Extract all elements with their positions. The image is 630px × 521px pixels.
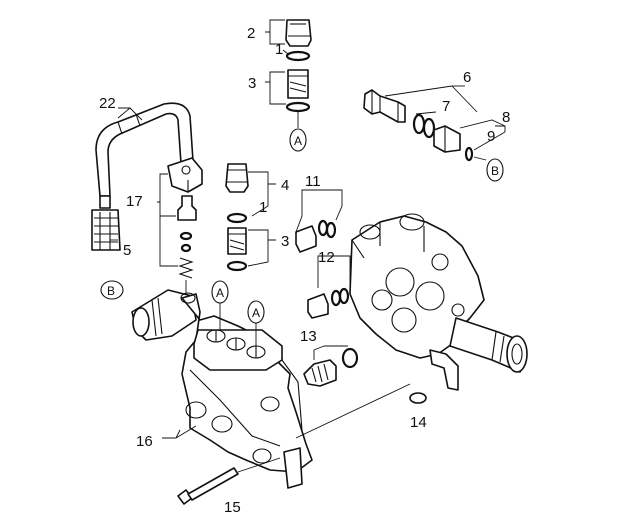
- callout-15: 15: [224, 499, 241, 516]
- plug-14: [409, 392, 427, 404]
- o-ring-top-1: [285, 50, 311, 62]
- o-ring-12a: [330, 289, 342, 307]
- ref-marker-a-top: A: [289, 128, 307, 152]
- pipe-fitting-6: [363, 89, 406, 123]
- callout-8: 8: [502, 109, 510, 126]
- filter-5: [91, 195, 121, 251]
- callout-11: 11: [305, 173, 321, 190]
- manifold-block: [180, 292, 313, 473]
- svg-text:A: A: [294, 134, 302, 148]
- plug-8: [433, 125, 461, 153]
- svg-text:A: A: [252, 306, 260, 320]
- callout-4: 4: [281, 177, 289, 194]
- outlet-stub: [283, 447, 303, 489]
- callout-22: 22: [99, 95, 116, 112]
- o-ring-17b: [180, 243, 192, 253]
- o-ring-17a: [179, 231, 193, 241]
- spring-17: [178, 257, 194, 279]
- valve-insert-mid: [227, 227, 247, 255]
- svg-text:A: A: [216, 286, 224, 300]
- outlet-pipe: [449, 317, 528, 373]
- svg-text:B: B: [491, 164, 499, 178]
- o-ring-mid-2: [226, 260, 248, 272]
- plug-12: [307, 293, 329, 319]
- callout-6: 6: [463, 69, 471, 86]
- inlet-pipe: [131, 289, 197, 341]
- bolt-15: [177, 467, 239, 505]
- o-ring-11a: [317, 219, 329, 237]
- o-ring-7b: [422, 117, 436, 139]
- check-valve-13: [303, 359, 337, 387]
- callout-17: 17: [126, 193, 143, 210]
- callout-9: 9: [487, 128, 495, 145]
- pump-housing: [349, 213, 485, 359]
- callout-3-top: 3: [248, 75, 256, 92]
- nipple-17: [177, 195, 197, 221]
- o-ring-7a: [412, 113, 426, 135]
- ref-marker-b-left: B: [100, 280, 124, 300]
- o-ring-top-2: [285, 101, 311, 113]
- callout-1-mid: 1: [259, 199, 267, 216]
- o-ring-9: [464, 146, 474, 162]
- callout-1-top: 1: [275, 41, 283, 58]
- o-ring-13: [341, 347, 359, 369]
- callout-13: 13: [300, 328, 317, 345]
- callout-7: 7: [442, 98, 450, 115]
- o-ring-mid-1: [226, 212, 248, 224]
- o-ring-12b: [338, 287, 350, 305]
- valve-insert-top: [287, 69, 309, 99]
- callout-5: 5: [123, 242, 131, 259]
- o-ring-11b: [325, 221, 337, 239]
- ref-marker-a-right: A: [247, 300, 265, 324]
- svg-text:B: B: [107, 284, 115, 298]
- bracket-17: [167, 157, 203, 193]
- valve-cap-top: [285, 19, 312, 47]
- ref-marker-a-left: A: [211, 280, 229, 304]
- plug-11: [295, 225, 317, 253]
- callout-14: 14: [410, 414, 427, 431]
- callout-12: 12: [318, 249, 335, 266]
- ref-marker-b-right: B: [486, 158, 504, 182]
- housing-foot: [429, 349, 459, 391]
- callout-2: 2: [247, 25, 255, 42]
- callout-16: 16: [136, 433, 153, 450]
- valve-cap-4: [225, 163, 249, 193]
- callout-3-mid: 3: [281, 233, 289, 250]
